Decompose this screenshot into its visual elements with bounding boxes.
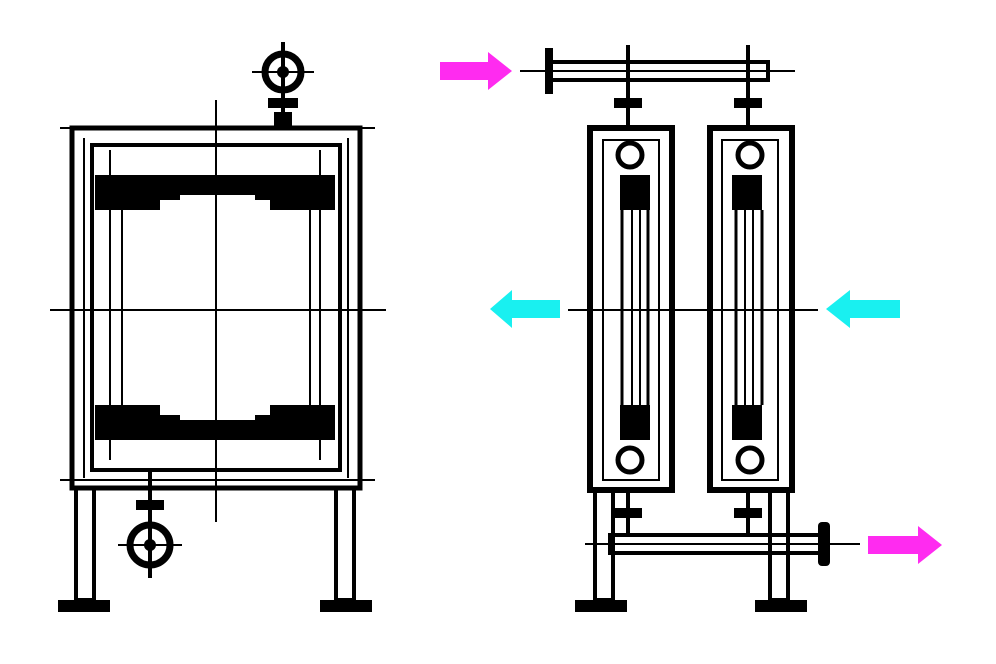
cyan-left-arrow-icon bbox=[490, 290, 560, 328]
right-foot bbox=[755, 600, 807, 612]
magenta-outlet-arrow-icon bbox=[868, 526, 942, 564]
top-valve-icon bbox=[252, 42, 314, 128]
left-foot bbox=[58, 600, 110, 612]
cyan-right-side-arrow-icon bbox=[826, 290, 900, 328]
top-plate bbox=[95, 175, 335, 210]
left-foot bbox=[575, 600, 627, 612]
bottom-flange bbox=[818, 522, 830, 566]
magenta-inlet-arrow-icon bbox=[440, 52, 512, 90]
top-flange bbox=[545, 48, 553, 94]
left-unit bbox=[50, 42, 386, 612]
right-unit bbox=[520, 45, 860, 612]
right-leg bbox=[334, 486, 356, 602]
right-foot bbox=[320, 600, 372, 612]
left-leg bbox=[74, 486, 96, 602]
bottom-plate bbox=[95, 405, 335, 440]
bottom-valve-icon bbox=[118, 470, 182, 578]
